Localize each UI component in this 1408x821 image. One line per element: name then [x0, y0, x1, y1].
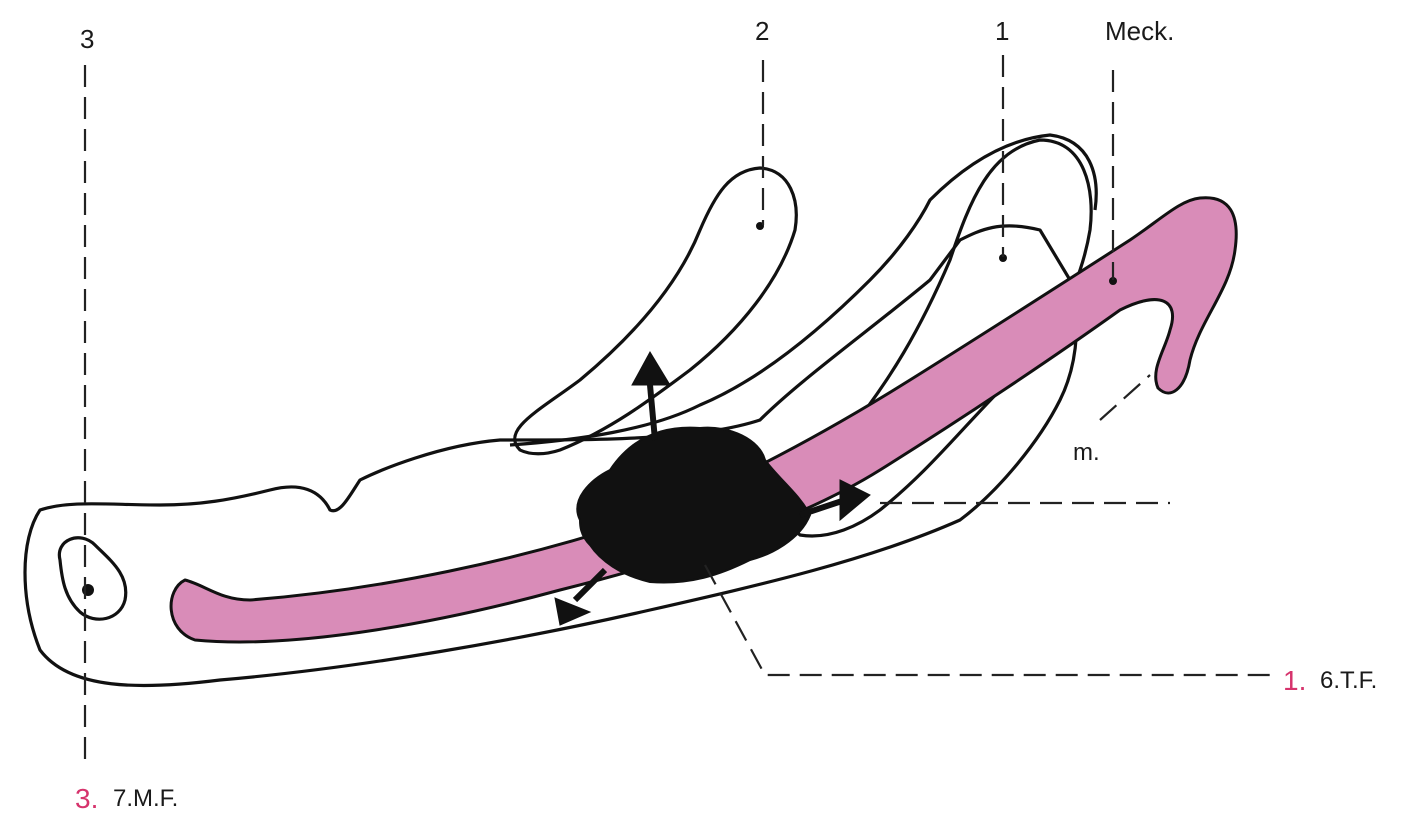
leader-m — [1100, 375, 1150, 420]
label-6tf-number: 1. — [1283, 665, 1306, 696]
jaw-upper-outline — [510, 135, 1096, 445]
label-6tf-text: 6.T.F. — [1320, 667, 1377, 694]
bone-mass — [577, 428, 810, 583]
label-7mf-text: 7.M.F. — [113, 785, 178, 812]
ossification-center-2 — [515, 168, 797, 454]
ossification-center-3 — [59, 538, 125, 619]
label-top-3: 3 — [80, 24, 94, 54]
label-meck: Meck. — [1105, 16, 1174, 46]
label-m: m. — [1073, 439, 1100, 466]
center-3-dot — [82, 584, 94, 596]
leader-6tf — [705, 565, 1270, 675]
label-top-1: 1 — [995, 16, 1009, 46]
label-top-2: 2 — [755, 16, 769, 46]
label-7mf-number: 3. — [75, 783, 98, 814]
